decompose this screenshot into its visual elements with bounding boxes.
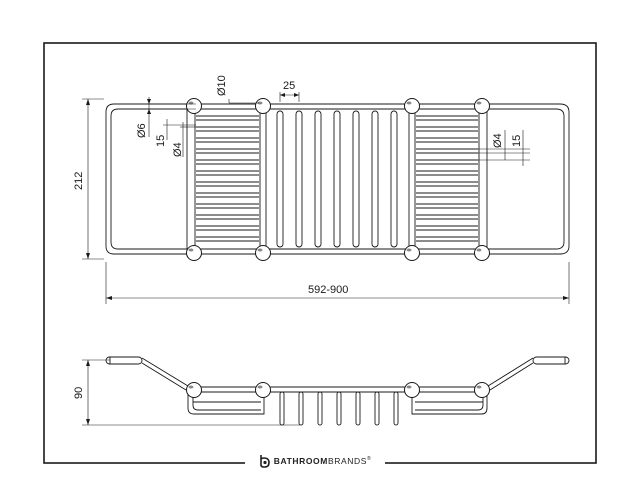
registered-mark: ® <box>366 456 372 463</box>
side-view-ball-joints <box>186 382 490 398</box>
label-offset-15-right: 15 <box>511 135 523 147</box>
left-basket-tray <box>187 392 265 415</box>
dimension-arrows <box>86 93 569 425</box>
label-height-90: 90 <box>73 387 85 399</box>
top-view-ball-joints <box>186 98 490 261</box>
right-basket-tray <box>411 392 488 415</box>
left-soap-basket <box>196 115 259 242</box>
side-view <box>105 356 570 426</box>
brand-name-bold: BATHROOM <box>273 456 328 466</box>
brand-logo: BATHROOMBRANDS® <box>245 453 385 469</box>
label-diameter-6: Ø6 <box>136 123 148 138</box>
left-end-grip <box>105 356 143 365</box>
side-center-bars <box>279 391 399 426</box>
drawing-frame <box>43 42 597 464</box>
brand-name: BATHROOMBRANDS® <box>274 456 372 466</box>
center-vertical-bars <box>276 110 398 248</box>
label-length-range: 592-900 <box>308 284 348 296</box>
right-end-grip <box>532 356 570 365</box>
label-depth-212: 212 <box>73 172 85 190</box>
left-extension-arm <box>105 103 190 255</box>
label-diameter-10: Ø10 <box>216 75 228 96</box>
top-view <box>105 103 570 255</box>
right-soap-basket <box>416 115 478 242</box>
right-extension-arm <box>484 103 570 255</box>
label-diameter-4-left: Ø4 <box>172 142 184 157</box>
label-diameter-4-right: Ø4 <box>492 133 504 148</box>
brand-name-light: BRANDS <box>327 456 367 466</box>
label-spacing-25: 25 <box>283 80 295 92</box>
label-offset-15-left: 15 <box>155 135 167 147</box>
bathroombrands-logo-icon <box>259 455 270 468</box>
